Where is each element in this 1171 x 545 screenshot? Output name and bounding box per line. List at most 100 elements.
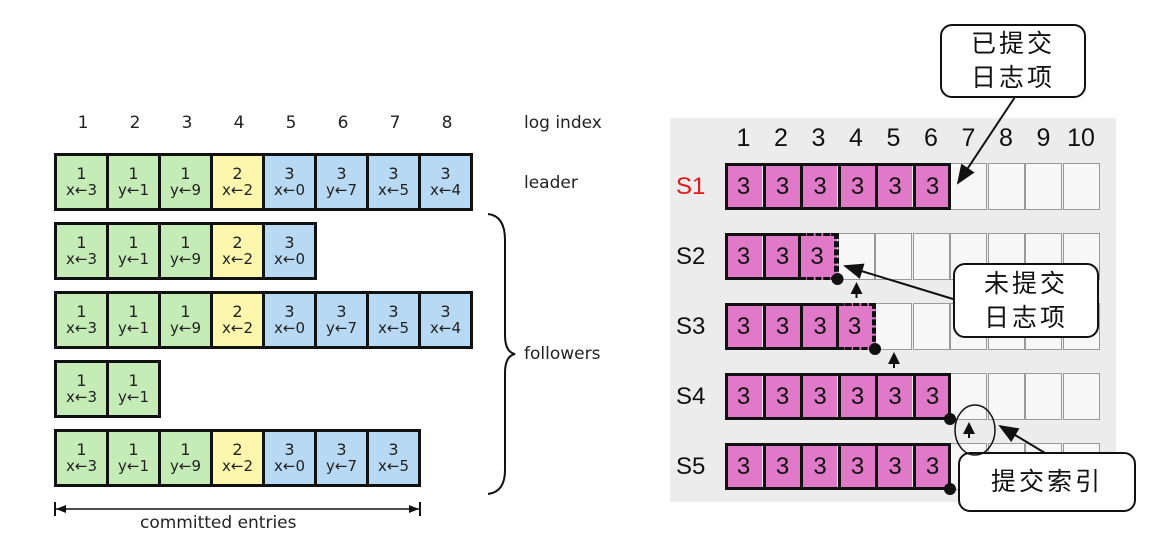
entry-command: x←4 [430,181,461,199]
entry-term: 1 [76,371,87,390]
entry-command: x←2 [222,319,253,337]
slot-index-4: 4 [849,124,863,152]
log-index-8: 8 [441,113,453,133]
entry-term: 1 [180,164,191,183]
entry-term: 3 [440,164,451,183]
server-label-s5: S5 [676,453,706,480]
entry-term: 1 [76,302,87,321]
slot-index-8: 8 [999,124,1013,152]
slot-index-2: 2 [774,124,788,152]
committed-log-entry: 3 [762,443,800,490]
followers-label: followers [524,344,601,364]
server-label-s4: S4 [676,383,706,410]
committed-log-entry: 3 [762,303,800,350]
entry-command: y←9 [170,181,201,199]
slot-index-9: 9 [1036,124,1051,152]
entry-command: y←1 [118,457,149,475]
entry-term: 3 [336,440,347,459]
entry-term: 1 [128,164,139,183]
committed-log-entry: 3 [875,163,912,210]
empty-log-slot [1025,373,1062,420]
entry-command: x←4 [430,319,461,337]
entry-command: x←5 [378,319,409,337]
log-index-1: 1 [77,113,89,133]
slot-index-1: 1 [736,124,751,152]
empty-log-slot [950,373,987,420]
committed-log-entry: 3 [912,443,950,490]
log-index-label: log index [524,113,602,133]
entry-term: 3 [284,302,295,321]
log-index-2: 2 [129,113,141,133]
server-label-s1: S1 [676,173,706,200]
entry-command: y←1 [118,388,149,406]
entry-command: y←9 [170,250,201,268]
entry-command: y←1 [118,181,149,199]
committed-log-entry: 3 [837,373,875,420]
entry-command: y←7 [326,319,357,337]
entry-term: 3 [388,302,399,321]
committed-log-entry: 3 [762,233,800,280]
committed-log-entry: 3 [912,373,950,420]
entry-term: 1 [180,440,191,459]
callout-line: 日志项 [983,302,1068,332]
callout-line: 提交索引 [990,467,1103,496]
entry-term: 2 [232,233,243,252]
slot-index-5: 5 [886,124,901,152]
entry-command: y←9 [170,319,201,337]
entry-term: 2 [232,164,243,183]
log-index-7: 7 [389,113,401,133]
entry-term: 3 [440,302,451,321]
entry-command: x←0 [274,250,305,268]
followers-brace [487,213,516,495]
committed-log-entry: 3 [800,373,837,420]
entry-term: 3 [284,440,295,459]
entry-term: 3 [388,164,399,183]
server-label-s2: S2 [676,243,706,270]
entry-term: 1 [180,233,191,252]
entry-command: x←3 [66,181,97,199]
leader-label: leader [524,173,578,193]
committed-log-entry: 3 [725,443,762,490]
entry-command: x←3 [66,457,97,475]
entry-term: 1 [128,371,139,390]
entry-term: 1 [180,302,191,321]
committed-log-entry: 3 [800,163,837,210]
committed-log-entry: 3 [725,303,762,350]
entry-command: y←7 [326,457,357,475]
slot-index-3: 3 [811,124,826,152]
entry-command: x←0 [274,319,305,337]
committed-log-entry: 3 [725,233,762,280]
committed-log-entry: 3 [837,443,875,490]
server-label-s3: S3 [676,313,706,340]
committed-log-entry: 3 [725,163,762,210]
entry-term: 1 [76,440,87,459]
slot-index-10: 10 [1067,124,1095,152]
entry-command: y←9 [170,457,201,475]
callout-line: 已提交 [970,29,1055,58]
committed-log-entry: 3 [912,163,950,210]
entry-command: x←2 [222,250,253,268]
empty-log-slot [875,233,912,280]
empty-log-slot [1062,163,1100,210]
